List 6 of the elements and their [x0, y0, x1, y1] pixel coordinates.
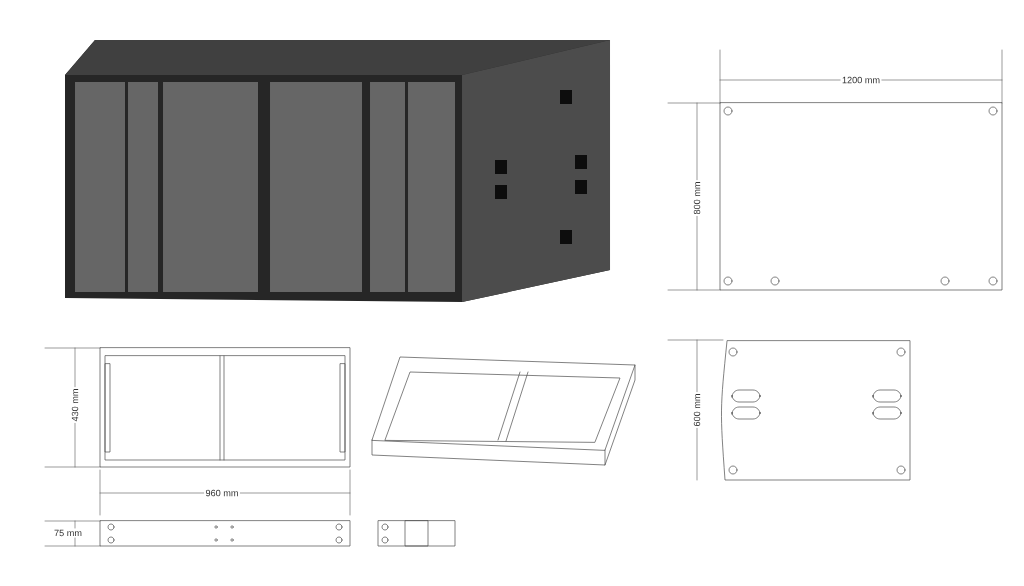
dimension-label: 75 mm	[52, 528, 84, 538]
dimension-label: 800 mm	[692, 180, 702, 216]
dimension-label: 600 mm	[692, 392, 702, 428]
dimension-label: 1200 mm	[840, 75, 882, 85]
dimension-label: 960 mm	[204, 488, 240, 498]
dimension-label: 430 mm	[70, 387, 80, 423]
